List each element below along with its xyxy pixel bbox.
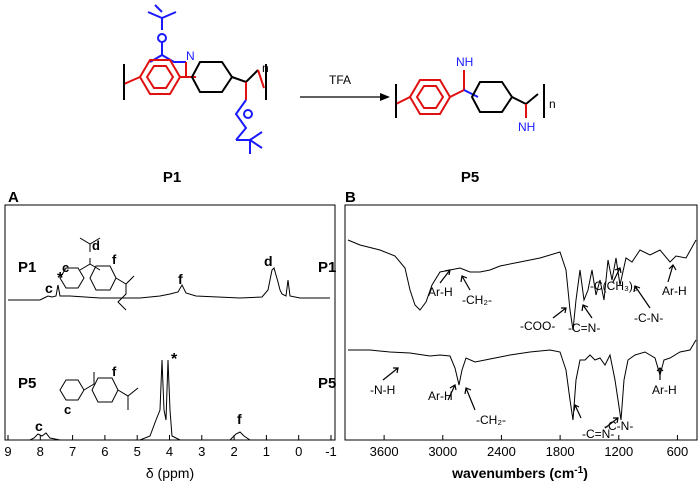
p1-nmr-annot-f: f <box>178 271 183 287</box>
p5-structure <box>395 70 545 118</box>
p1-struct-letter-f: f <box>112 252 117 267</box>
panel-a-xlabel: δ (ppm) <box>146 465 194 481</box>
p1-nmr-structure <box>59 237 135 311</box>
p5-struct-letter-f: f <box>112 364 117 379</box>
p5-ir-annot-c-n: -C-N- <box>604 419 633 433</box>
panel-a-trace-p5: P5 <box>18 375 36 392</box>
reagent-label: TFA <box>329 73 351 87</box>
p5-ir-annot-ch2: -CH₂- <box>476 413 506 427</box>
p1-ir-trace <box>347 239 697 331</box>
p5-struct-letter-c: c <box>64 402 71 417</box>
panel-a-x-tick-label: 5 <box>134 444 141 459</box>
p1-ir-annot-cn: -C=N- <box>568 321 600 335</box>
p5-label: P5 <box>461 169 479 186</box>
p5-ir-annot-arh: Ar-H <box>428 389 453 403</box>
panel-a-x-tick-label: 9 <box>4 444 11 459</box>
panel-b-frame <box>344 204 698 441</box>
panel-b-trace-p1: P1 <box>318 259 336 276</box>
panel-a-label: A <box>8 189 19 206</box>
p5-ir-annot-nh: -N-H <box>370 383 395 397</box>
p1-struct-letter-c: c <box>62 260 69 275</box>
panel-a-x-tick-label: -1 <box>325 444 337 459</box>
p5-nh-bottom: NH <box>518 120 535 134</box>
p1-label: P1 <box>163 169 181 186</box>
p5-nmr-annot-c: c <box>35 418 43 434</box>
p1-ir-annot-ch2: -CH₂- <box>462 293 492 307</box>
panel-a: A 9 8 7 6 5 4 3 2 1 0 -1 δ (ppm) P1 P5 c * f <box>4 189 336 481</box>
panel-a-x-tick-label: 0 <box>295 444 302 459</box>
panel-a-x-tick-label: 4 <box>166 444 173 459</box>
p1-structure <box>123 4 267 154</box>
p5-nh-top: NH <box>456 55 473 69</box>
panel-b-xlabel: wavenumbers (cm-1) <box>451 465 588 482</box>
panel-a-x-ticks: 9 8 7 6 5 4 3 2 1 0 -1 <box>4 435 337 459</box>
panel-a-x-tick-label: 2 <box>230 444 237 459</box>
p1-imine-n: N <box>186 49 195 63</box>
panel-a-x-tick-label: 6 <box>101 444 108 459</box>
p1-ir-annot-arh: Ar-H <box>428 285 453 299</box>
p5-nmr-structure <box>59 372 139 410</box>
p5-nmr-trace <box>8 359 330 441</box>
p1-ir-annot-c-n: -C-N- <box>634 311 663 325</box>
panel-b: B 3600 3000 2400 1800 1200 600 wavenumbers (c… <box>318 189 698 482</box>
p1-nmr-trace <box>8 267 330 301</box>
panel-b-trace-p5: P5 <box>318 375 336 392</box>
panel-b-x-ticks: 3600 3000 2400 1800 1200 600 <box>370 435 689 459</box>
panel-a-trace-p1: P1 <box>18 259 36 276</box>
p5-ir-annot-cn: -C=N- <box>582 427 614 441</box>
p5-n-index: n <box>549 97 556 111</box>
p1-nmr-annot-c: c <box>45 280 53 296</box>
p5-ir-trace <box>348 339 697 421</box>
panel-a-x-tick-label: 8 <box>37 444 44 459</box>
p1-ir-annot-arh-2: Ar-H <box>662 284 687 298</box>
reaction-arrow <box>300 93 390 101</box>
panel-b-x-tick-label: 3000 <box>428 444 457 459</box>
panel-b-x-tick-label: 600 <box>667 444 689 459</box>
p1-ir-annot-tbu: -C(CH₃)₃ <box>590 279 638 293</box>
p5-nmr-annot-star: * <box>171 351 178 368</box>
p1-ir-annot-coo: -COO- <box>520 319 555 333</box>
p5-nmr-annot-f: f <box>237 411 242 427</box>
panel-a-x-tick-label: 1 <box>263 444 270 459</box>
reaction-scheme: N n P1 TFA NH NH n P5 <box>123 4 556 186</box>
p1-n-index: n <box>262 61 269 75</box>
panel-b-x-tick-label: 1200 <box>604 444 633 459</box>
panel-b-x-tick-label: 2400 <box>487 444 516 459</box>
panel-a-x-tick-label: 3 <box>198 444 205 459</box>
panel-b-annotation-arrows <box>382 264 677 429</box>
panel-a-x-tick-label: 7 <box>69 444 76 459</box>
panel-b-x-tick-label: 3600 <box>370 444 399 459</box>
p1-struct-letter-d: d <box>92 238 100 253</box>
p5-ir-annot-arh-2: Ar-H <box>652 383 677 397</box>
panel-b-label: B <box>345 189 356 206</box>
p1-nmr-annot-star: * <box>57 270 64 287</box>
panel-b-x-tick-label: 1800 <box>546 444 575 459</box>
p1-nmr-annot-d: d <box>264 253 273 269</box>
